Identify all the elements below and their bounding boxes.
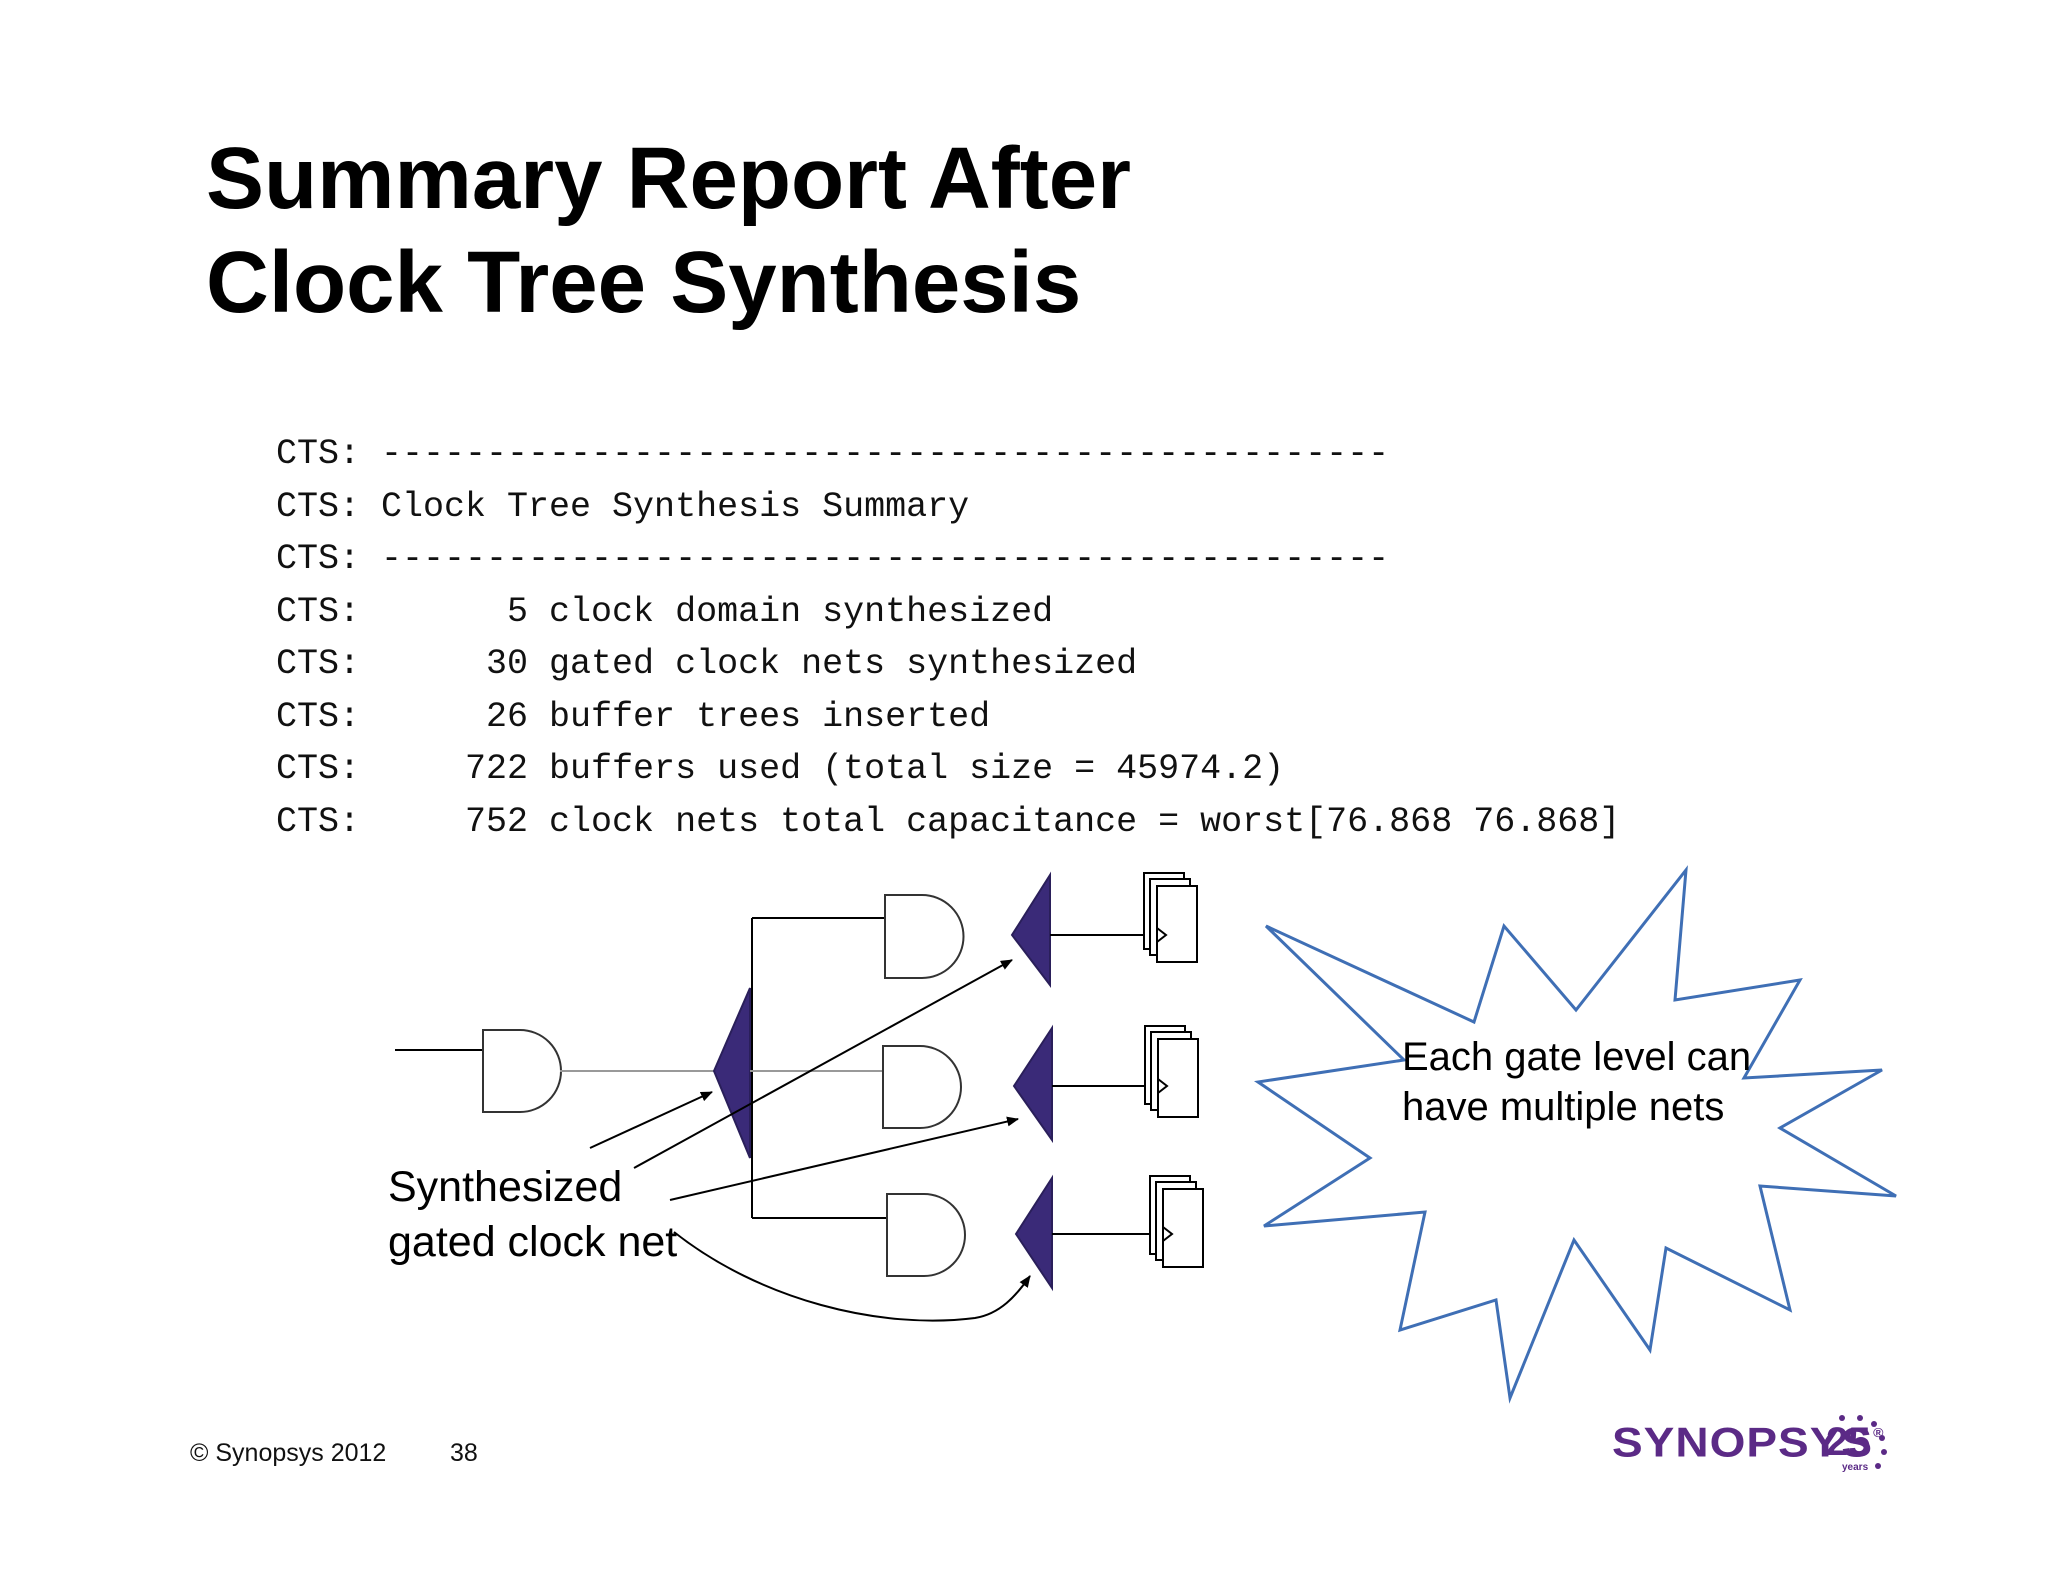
cts-summary-report: CTS: -----------------------------------… — [276, 428, 1620, 848]
annotation-arrow-2 — [633, 959, 1013, 1169]
title-line-2: Clock Tree Synthesis — [206, 234, 1082, 331]
annotation-arrow-1 — [589, 1091, 713, 1149]
report-line: CTS: 26 buffer trees inserted — [276, 696, 991, 737]
report-line: CTS: -----------------------------------… — [276, 539, 1390, 579]
and-gate-bottom — [886, 1193, 966, 1277]
annotation-label: Synthesized gated clock net — [388, 1160, 677, 1270]
callout-starburst — [1253, 865, 1897, 1404]
title-line-1: Summary Report After — [206, 130, 1131, 227]
badge-25-icon — [1839, 1415, 1887, 1469]
root-buffer — [712, 987, 751, 1159]
annotation-line-1: Synthesized — [388, 1163, 623, 1211]
root-and-gate — [482, 1029, 562, 1113]
footer-copyright: © Synopsys 2012 — [190, 1439, 387, 1467]
annotation-arrow-4 — [673, 1231, 1031, 1322]
annotation-line-2: gated clock net — [388, 1218, 678, 1266]
annotation-arrow-3 — [669, 1116, 1019, 1201]
badge-word: years — [1842, 1462, 1869, 1473]
report-line: CTS: 722 buffers used (total size = 4597… — [276, 749, 1285, 789]
report-line: CTS: 30 gated clock nets synthesized — [276, 644, 1138, 684]
logo-text: SYNOPSYS — [1612, 1418, 1874, 1466]
buffer-middle — [1012, 1024, 1053, 1144]
register-stack-top — [1143, 872, 1198, 963]
buffer-bottom — [1014, 1174, 1053, 1292]
callout-text: Each gate level can have multiple nets — [1402, 1032, 1751, 1132]
anniversary-badge: 25 years — [1822, 1414, 1886, 1478]
callout-line-2: have multiple nets — [1402, 1085, 1725, 1129]
logo-registered-mark: ® — [1873, 1425, 1885, 1440]
register-stack-middle — [1144, 1025, 1199, 1118]
report-line: CTS: 5 clock domain synthesized — [276, 591, 1054, 632]
report-line: CTS: 752 clock nets total capacitance = … — [276, 801, 1621, 842]
page-title: Summary Report After Clock Tree Synthesi… — [206, 127, 1131, 335]
footer-page-number: 38 — [450, 1439, 478, 1467]
register-stack-bottom — [1149, 1175, 1204, 1268]
report-line: CTS: -----------------------------------… — [276, 434, 1390, 474]
buffer-top — [1010, 871, 1051, 988]
report-line: CTS: Clock Tree Synthesis Summary — [276, 486, 970, 527]
and-gate-top — [884, 894, 965, 979]
synopsys-logo: SYNOPSYS® — [1612, 1418, 1884, 1467]
badge-number: 25 — [1826, 1420, 1871, 1464]
callout-line-1: Each gate level can — [1402, 1035, 1752, 1079]
and-gate-middle — [882, 1045, 962, 1129]
